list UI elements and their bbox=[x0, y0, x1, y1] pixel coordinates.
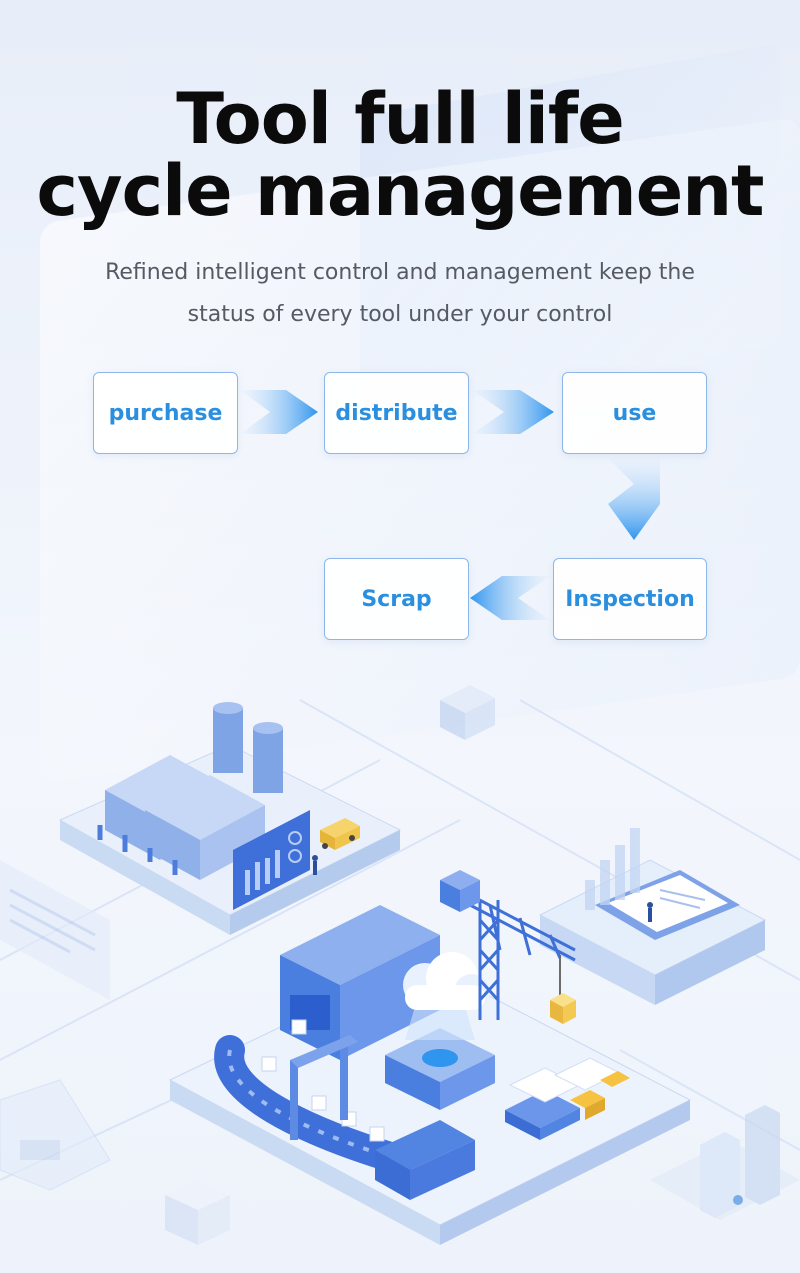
step-scrap-label: Scrap bbox=[361, 586, 432, 612]
worker-icon bbox=[312, 855, 318, 861]
factory-icon bbox=[58, 702, 402, 935]
cloud-icon bbox=[385, 952, 495, 1110]
step-purchase: purchase bbox=[93, 372, 238, 454]
clipboard-icon bbox=[538, 859, 767, 1005]
step-scrap: Scrap bbox=[324, 558, 469, 640]
crane-icon bbox=[469, 893, 576, 1020]
boxes-icon bbox=[505, 1057, 630, 1140]
arrow-right-icon bbox=[472, 390, 554, 434]
page-title-line-1: Tool full life bbox=[176, 78, 625, 160]
laptop-icon bbox=[0, 1079, 111, 1191]
robot-arm-icon bbox=[290, 1035, 358, 1140]
arrow-left-icon bbox=[470, 576, 550, 620]
step-purchase-label: purchase bbox=[108, 400, 223, 426]
step-distribute: distribute bbox=[324, 372, 469, 454]
subtitle-line-2: status of every tool under your control bbox=[187, 302, 613, 327]
chart-icon bbox=[585, 828, 640, 910]
cube-icon bbox=[165, 1180, 230, 1245]
crane-block-icon bbox=[440, 870, 480, 912]
buildings-icon bbox=[650, 1105, 800, 1220]
step-inspection: Inspection bbox=[553, 558, 707, 640]
document-panel-icon bbox=[0, 860, 110, 1000]
buildings-icon bbox=[440, 685, 495, 740]
step-inspection-label: Inspection bbox=[565, 586, 695, 612]
page-title-line-2: cycle management bbox=[36, 150, 765, 232]
step-use: use bbox=[562, 372, 707, 454]
arrow-right-icon bbox=[240, 390, 318, 434]
cargo-box-icon bbox=[550, 993, 576, 1024]
step-use-label: use bbox=[612, 400, 657, 426]
subtitle-line-1: Refined intelligent control and manageme… bbox=[105, 260, 695, 285]
step-distribute-label: distribute bbox=[335, 400, 458, 426]
conveyor-icon bbox=[214, 1019, 475, 1200]
truck-icon bbox=[320, 818, 360, 850]
arrow-down-icon bbox=[608, 458, 660, 540]
smart-factory-illustration bbox=[0, 685, 800, 1245]
